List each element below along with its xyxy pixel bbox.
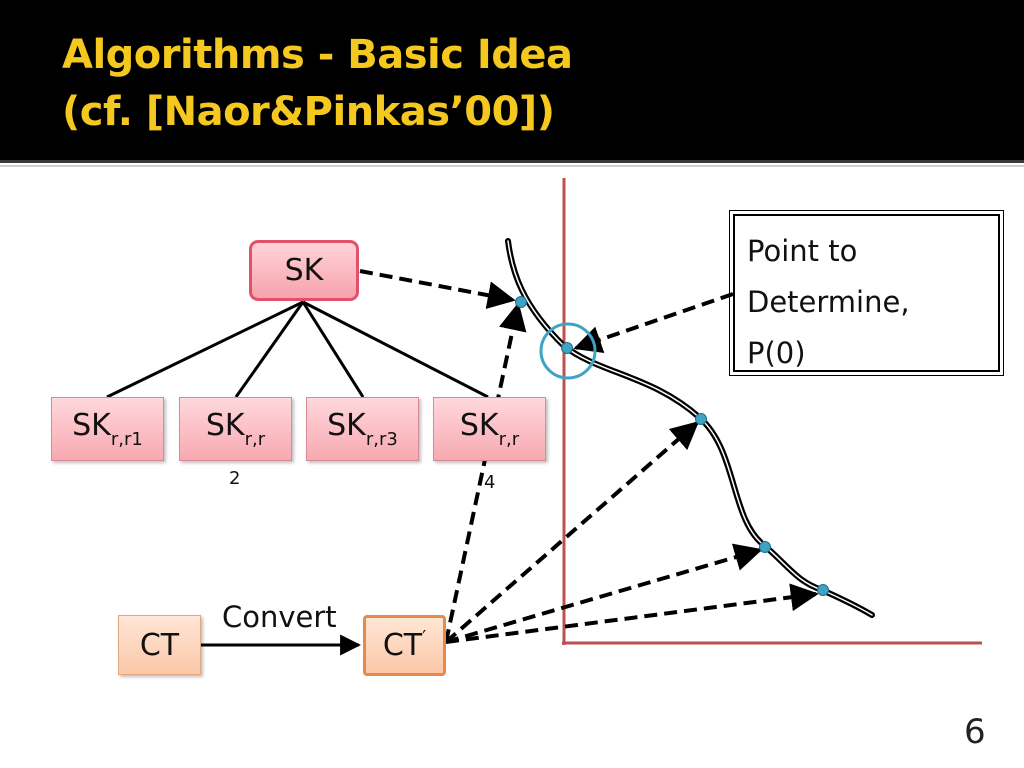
callout-line-2: Determine,: [747, 285, 910, 319]
sk-root-label: SK: [284, 253, 324, 288]
sk-child-base-3: SK: [327, 407, 366, 443]
arrow-ct-to-point-3: [445, 543, 763, 644]
callout-box: Point to Determine, P(0): [729, 210, 1004, 376]
p0-highlight-circle: [539, 322, 597, 380]
convert-label: Convert: [222, 600, 337, 634]
sk-child-sub-2: r,r: [244, 428, 266, 450]
title-bar: Algorithms - Basic Idea (cf. [Naor&Pinka…: [0, 0, 1024, 160]
page-number: 6: [964, 712, 986, 752]
tree-edge-4: [302, 300, 489, 399]
callout-line-1: Point to: [747, 234, 858, 268]
ct-prime-node: CT′: [363, 615, 446, 676]
sk-child-sub-overflow-4: 4: [484, 472, 496, 493]
sk-child-node-2: SKr,r: [179, 397, 292, 461]
sk-child-base-1: SK: [72, 407, 111, 443]
curve-point-1: [515, 296, 527, 308]
sk-child-base-4: SK: [459, 407, 499, 443]
slide-title-line-1: Algorithms - Basic Idea: [62, 32, 573, 78]
tree-edge-1: [106, 300, 304, 399]
curve-point-3: [759, 541, 771, 553]
sk-child-node-3: SKr,r3: [306, 397, 419, 461]
ct-prime-mark: ′: [422, 627, 427, 648]
tree-edge-3: [301, 301, 365, 398]
arrow-sk-to-curve: [359, 269, 516, 310]
sk-child-node-1: SKr,r1: [51, 397, 164, 461]
ct-prime-label: CT: [382, 628, 423, 663]
sk-child-sub-4: r,r: [498, 428, 520, 450]
tree-edge-2: [234, 301, 305, 398]
title-rule-light: [0, 165, 1024, 167]
arrow-callout-to-p0: [573, 292, 734, 354]
curve-point-2: [695, 413, 707, 425]
curve-point-4: [817, 584, 829, 596]
ct-node: CT: [118, 615, 201, 675]
arrow-ct-to-point-1: [444, 302, 527, 643]
sk-child-sub-3: r,r3: [365, 428, 398, 450]
curve-point-p0: [561, 342, 573, 354]
arrow-ct-to-point-2: [444, 421, 700, 644]
dashed-arrows: [359, 269, 819, 644]
slide-title-line-2: (cf. [Naor&Pinkas’00]): [62, 89, 555, 135]
tree-edges: [106, 300, 489, 399]
sk-child-base-2: SK: [205, 407, 245, 443]
sk-child-node-4: SKr,r: [433, 397, 546, 461]
sk-child-sub-overflow-2: 2: [229, 468, 241, 489]
sk-child-sub-1: r,r1: [110, 428, 143, 450]
ct-label: CT: [139, 627, 180, 663]
sk-root-node: SK: [249, 240, 359, 301]
curve-points: [515, 296, 829, 596]
callout-line-3: P(0): [747, 336, 806, 370]
arrow-ct-to-point-4: [445, 583, 819, 644]
title-rule: [0, 160, 1024, 163]
